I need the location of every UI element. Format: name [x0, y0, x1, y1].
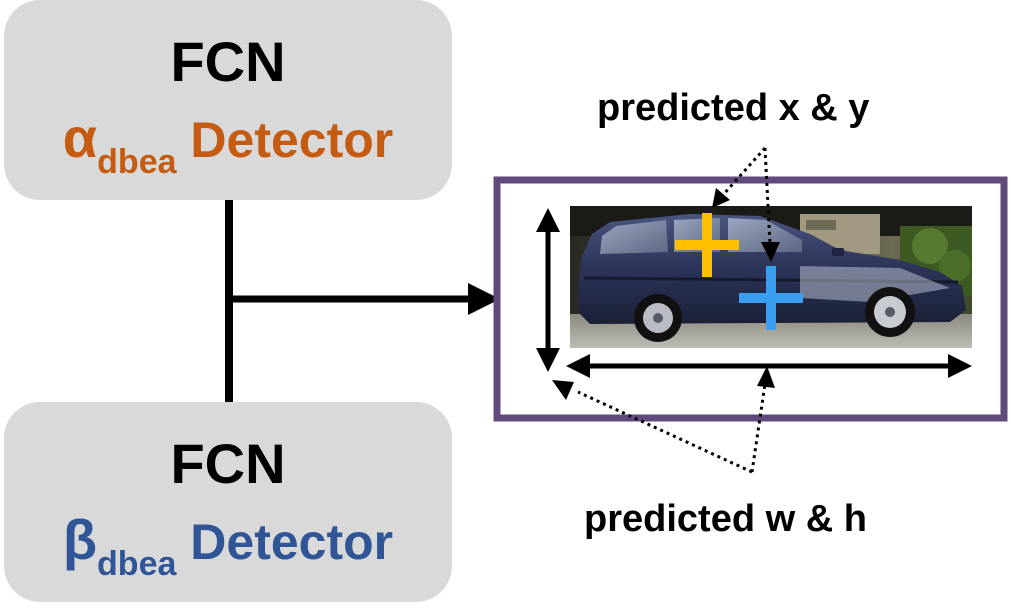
width-arrow-head-left	[566, 354, 590, 378]
beta-fcn-title: FCN	[170, 432, 286, 495]
alpha-detector-box: FCN αdbea Detector	[4, 0, 452, 200]
alpha-detector-label: αdbea Detector	[4, 106, 452, 179]
width-arrow-head-right	[948, 354, 972, 378]
alpha-detector-text: Detector	[190, 112, 394, 168]
alpha-symbol: α	[62, 106, 98, 169]
beta-center-marker	[739, 266, 803, 330]
beta-subscript: dbea	[97, 545, 177, 583]
beta-symbol: β	[62, 508, 98, 571]
beta-detector-label: βdbea Detector	[4, 508, 452, 581]
height-arrow-head-top	[536, 208, 560, 232]
beta-detector-box: FCN βdbea Detector	[4, 402, 452, 602]
predicted-xy-caption: predicted x & y	[597, 87, 870, 129]
height-arrow-head-bottom	[536, 348, 560, 372]
output-arrow-head	[468, 283, 500, 315]
xy-pointer-lines	[712, 146, 780, 262]
alpha-subscript: dbea	[97, 143, 177, 181]
alpha-center-marker	[675, 213, 739, 277]
output-frame	[493, 176, 1008, 422]
wh-pointer-lines	[552, 366, 775, 474]
predicted-wh-caption: predicted w & h	[584, 498, 867, 540]
beta-detector-text: Detector	[190, 514, 394, 570]
alpha-fcn-title: FCN	[170, 30, 286, 93]
